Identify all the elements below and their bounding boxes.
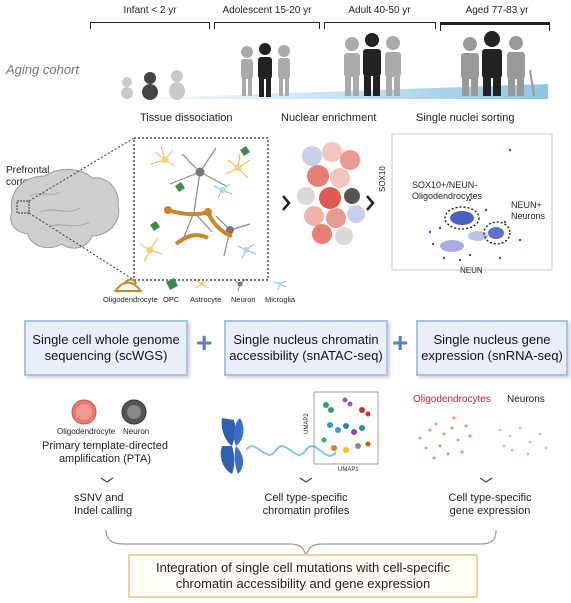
integration-box: Integration of single cell mutations wit…: [128, 554, 478, 598]
plus-icon-2: +: [392, 327, 409, 358]
brain-label: Prefrontal cortex: [6, 165, 49, 189]
umap-xlabel: UMAP1: [338, 467, 359, 473]
method-scwgs-line2: sequencing (scWGS): [44, 348, 168, 363]
cohort-figures: [120, 31, 548, 100]
chevron-down-icon: [479, 477, 493, 483]
facs-gate2-line1: NEUN+: [511, 200, 542, 210]
output-snrna: Cell type-specific gene expression: [420, 492, 560, 518]
zoom-lines: [28, 137, 135, 281]
method-snrna-line1: Single nucleus gene: [433, 332, 551, 347]
pta-line1: Primary template-directed: [42, 440, 168, 452]
nuclear-enrichment-title: Nuclear enrichment: [281, 112, 377, 124]
aged-figures: [461, 31, 535, 97]
rna-oligo-label: Oligodendrocytes: [413, 394, 491, 405]
facs-xlabel: NEUN: [460, 266, 483, 275]
rna-umap-neurons: [498, 426, 548, 456]
cohort-title: Aging cohort: [6, 62, 79, 77]
output-snatac-line2: chromatin profiles: [262, 505, 350, 517]
adolescent-figures: [241, 43, 290, 97]
umap-plot: [313, 391, 379, 465]
pta-oligo-label: Oligodendrocyte: [57, 427, 116, 436]
arrow-2: [366, 195, 375, 211]
facs-gate2-label: NEUN+ Neurons: [511, 200, 545, 222]
rna-neuron-label: Neurons: [507, 394, 545, 405]
facs-gate1-line1: SOX10+/NEUN-: [412, 180, 478, 190]
output-snatac: Cell type-specific chromatin profiles: [236, 492, 376, 518]
chromosome-icon: [220, 418, 337, 474]
zoom-box: [133, 137, 269, 281]
bracket-adolescent: [214, 22, 320, 29]
legend-opc: OPC: [163, 295, 180, 304]
brain-cells: [139, 145, 257, 263]
tissue-illustration: [10, 133, 553, 292]
infant-figures: [121, 70, 185, 100]
brain-label-line2: cortex: [6, 177, 34, 188]
brain-label-line1: Prefrontal: [6, 165, 50, 176]
bracket-infant: [90, 22, 210, 29]
integration-brace: [105, 529, 497, 557]
method-box-snatac: Single nucleus chromatin accessibility (…: [224, 320, 388, 376]
method-box-snrna: Single nucleus gene expression (snRNA-se…: [416, 320, 568, 376]
output-scwgs-line1: sSNV and: [74, 492, 124, 504]
method-snatac-line2: accessibility (snATAC-seq): [229, 348, 383, 363]
output-scwgs-line2: Indel calling: [74, 505, 133, 517]
chevron-down-icon: [299, 477, 313, 483]
output-snrna-line2: gene expression: [449, 505, 531, 517]
legend-neuron: Neuron: [231, 295, 256, 304]
method-scwgs-line1: Single cell whole genome: [32, 332, 180, 347]
legend-astrocyte: Astrocyte: [190, 295, 222, 304]
method-snatac-line1: Single nucleus chromatin: [233, 332, 379, 347]
chevron-down-icon: [100, 477, 114, 483]
output-snrna-line1: Cell type-specific: [448, 492, 532, 504]
age-group-adult: Adult 40-50 yr: [348, 5, 411, 16]
output-snatac-line1: Cell type-specific: [264, 492, 348, 504]
age-group-adolescent: Adolescent 15-20 yr: [222, 5, 312, 16]
bracket-adult: [324, 22, 436, 29]
pta-caption: Primary template-directed amplification …: [20, 440, 190, 466]
cell-type-legend-icons: [114, 278, 287, 292]
age-gradient-ramp: [120, 84, 548, 99]
umap-ylabel: UMAP2: [304, 413, 310, 434]
nuclei-cluster: [297, 142, 365, 245]
facs-gate1-label: SOX10+/NEUN- Oligodendrocytes: [412, 180, 482, 202]
output-scwgs: sSNV and Indel calling: [74, 492, 132, 518]
tissue-dissociation-title: Tissue dissociation: [140, 112, 233, 124]
legend-microglia: Microglia: [265, 295, 296, 304]
arrow-1: [282, 195, 291, 211]
facs-gate1-line2: Oligodendrocytes: [412, 191, 483, 201]
facs-gate2-line2: Neurons: [511, 211, 546, 221]
age-group-aged: Aged 77-83 yr: [465, 5, 529, 16]
facs-plot: [391, 133, 553, 271]
legend-oligodendrocyte: Oligodendrocyte: [103, 295, 158, 304]
bracket-aged: [440, 22, 550, 31]
integration-line2: chromatin accessibility and gene express…: [175, 576, 431, 591]
pta-line2: amplification (PTA): [58, 453, 152, 465]
method-snrna-line2: expression (snRNA-seq): [421, 348, 563, 363]
age-group-infant: Infant < 2 yr: [123, 5, 177, 16]
pta-neuron-label: Neuron: [123, 427, 150, 436]
plus-icon-1: +: [196, 327, 213, 358]
method-box-scwgs: Single cell whole genome sequencing (scW…: [24, 320, 188, 376]
nuclei-sorting-title: Single nuclei sorting: [416, 112, 515, 124]
adult-figures: [344, 33, 401, 96]
brain-icon: [10, 169, 120, 249]
integration-line1: Integration of single cell mutations wit…: [155, 560, 451, 575]
rna-umap: [418, 416, 472, 460]
